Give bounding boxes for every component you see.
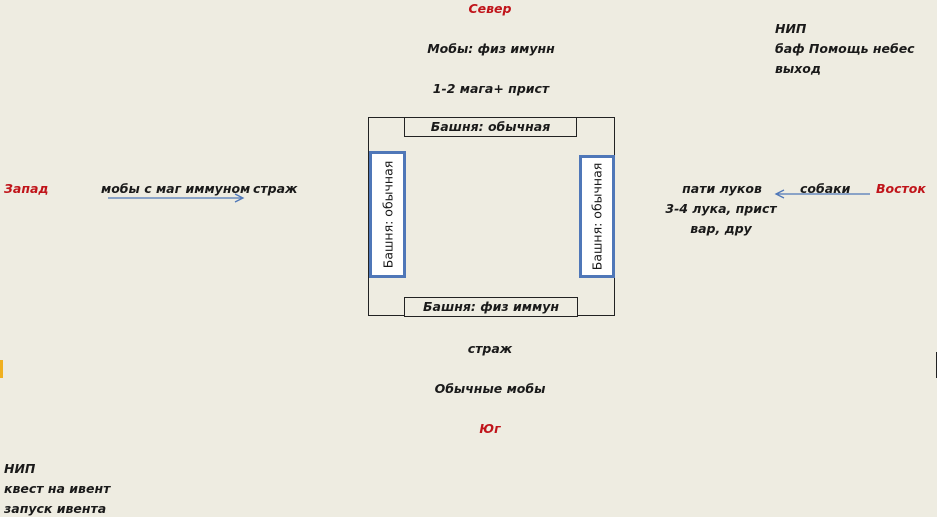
south-label: Юг: [479, 421, 501, 436]
tower-east: Башня: обычная: [579, 155, 615, 278]
tower-south: Башня: физ иммун: [404, 297, 578, 317]
tower-north: Башня: обычная: [404, 117, 577, 137]
tower-south-label: Башня: физ иммун: [422, 299, 559, 314]
west-arrow: [108, 193, 245, 203]
south-mobs: Обычные мобы: [434, 381, 546, 396]
east-party-line2: вар, дру: [690, 221, 752, 236]
east-arrow: [774, 189, 870, 199]
west-mobs: мобы с маг иммуном: [101, 181, 251, 196]
east-party-title: пати луков: [682, 181, 762, 196]
npc-exit: выход: [775, 61, 821, 76]
west-guard: страж: [253, 181, 298, 196]
east-party-line1: 3-4 лука, прист: [665, 201, 777, 216]
tower-west-label: Башня: обычная: [380, 160, 396, 269]
npc-event-start: запуск ивента: [4, 501, 107, 516]
tower-west: Башня: обычная: [369, 151, 406, 278]
tower-north-label: Башня: обычная: [430, 119, 551, 134]
npc-title: НИП: [775, 21, 807, 36]
tower-east-label: Башня: обычная: [589, 162, 605, 271]
east-label: Восток: [876, 181, 926, 196]
north-party: 1-2 мага+ прист: [432, 81, 550, 96]
row-marker: [0, 360, 3, 378]
npc-title: НИП: [4, 461, 36, 476]
east-dogs: собаки: [800, 181, 851, 196]
west-label: Запад: [4, 181, 49, 196]
north-label: Север: [468, 1, 512, 16]
south-guard: страж: [467, 341, 513, 356]
npc-quest: квест на ивент: [4, 481, 111, 496]
north-mobs: Мобы: физ имунн: [427, 41, 555, 56]
npc-buff: баф Помощь небес: [775, 41, 915, 56]
